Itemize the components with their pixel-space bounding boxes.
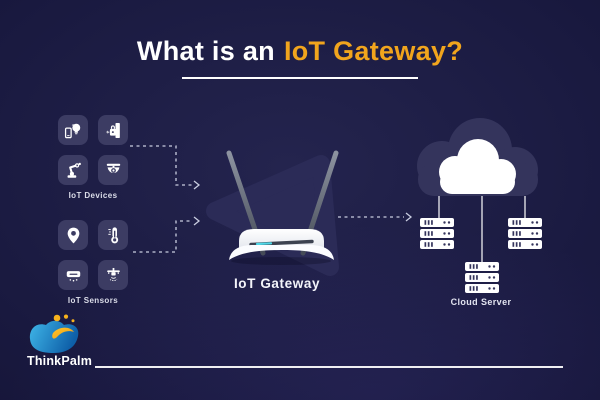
robotic-arm-icon — [67, 162, 81, 178]
router-base — [229, 245, 334, 260]
sensors-arrowhead-icon — [193, 216, 201, 226]
cctv-camera-icon — [106, 163, 120, 173]
router-shadow — [231, 257, 331, 265]
smart-lock-icon — [106, 122, 120, 138]
bottom-rule — [95, 366, 563, 368]
tile-location-pin — [58, 220, 88, 250]
iot-devices-group: IoT Devices — [58, 115, 128, 200]
tile-proximity-sensor — [98, 260, 128, 290]
router-illustration — [226, 150, 339, 265]
smoke-detector-icon — [66, 270, 80, 282]
tile-smart-bulb — [58, 115, 88, 145]
page-title: What is an IoT Gateway? — [0, 36, 600, 67]
devices-to-gateway-dashed-arrow — [130, 145, 192, 186]
title-highlight: IoT Gateway? — [283, 36, 464, 66]
gateway-label: IoT Gateway — [233, 276, 321, 291]
router-led-light — [255, 242, 273, 246]
proximity-sensor-icon — [106, 267, 120, 281]
cloud-arrowhead-icon — [405, 212, 413, 222]
location-pin-icon — [67, 227, 79, 243]
smart-bulb-icon — [64, 123, 80, 138]
cloud-server-links — [438, 196, 526, 262]
iot-devices-label: IoT Devices — [68, 191, 118, 200]
sensors-to-gateway-dashed-arrow — [133, 220, 192, 253]
iot-sensors-group: IoT Sensors — [58, 220, 128, 305]
devices-arrowhead-icon — [193, 180, 201, 190]
cloud-white-shape — [439, 139, 516, 194]
gateway-illustration — [206, 150, 339, 276]
cloud-server-label: Cloud Server — [450, 297, 512, 307]
cloud-illustration — [417, 118, 542, 293]
tile-robotic-arm — [58, 155, 88, 185]
iot-devices-grid — [58, 115, 128, 185]
thinkpalm-logo-icon — [29, 314, 79, 353]
brand-name: ThinkPalm — [27, 354, 93, 368]
tile-cctv-camera — [98, 155, 128, 185]
title-prefix: What is an — [136, 36, 275, 66]
server-stack-middle — [465, 262, 499, 293]
tile-smoke-detector — [58, 260, 88, 290]
iot-sensors-label: IoT Sensors — [67, 296, 119, 305]
title-underline — [182, 77, 418, 79]
tile-thermometer — [98, 220, 128, 250]
iot-sensors-grid — [58, 220, 128, 290]
tile-smart-lock — [98, 115, 128, 145]
thermometer-icon — [107, 226, 118, 243]
server-stack-left — [420, 218, 454, 249]
server-stack-right — [508, 218, 542, 249]
